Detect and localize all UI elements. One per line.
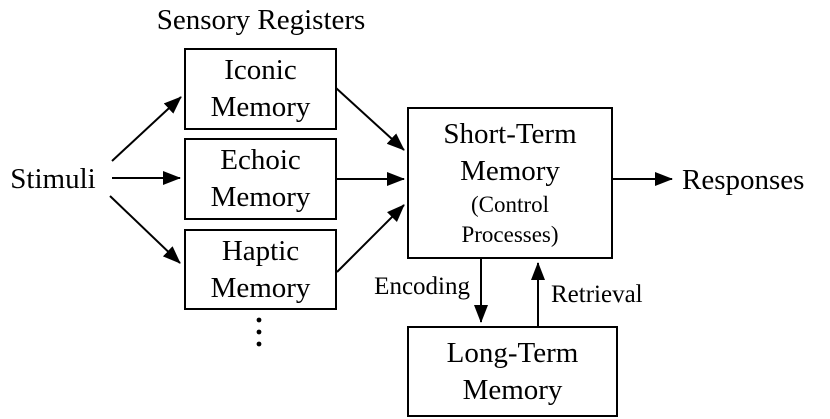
arrow-iconic-to-short-term xyxy=(335,87,405,151)
arrow-stimuli-to-iconic xyxy=(111,96,182,162)
stimuli-label: Stimuli xyxy=(10,163,96,195)
arrow-stimuli-to-haptic xyxy=(109,195,181,264)
encoding-label: Encoding xyxy=(374,273,470,300)
vertical-ellipsis-icon xyxy=(256,317,262,347)
sensory-registers-title: Sensory Registers xyxy=(156,4,366,36)
iconic-memory-label: Iconic Memory xyxy=(210,54,311,123)
long-term-memory-label: Long-Term Memory xyxy=(446,336,579,406)
short-term-memory-box: Short-Term Memory (Control Processes) xyxy=(407,107,613,259)
retrieval-label: Retrieval xyxy=(551,281,643,308)
short-term-memory-label: Short-Term Memory xyxy=(443,118,577,187)
haptic-memory-label: Haptic Memory xyxy=(210,234,311,304)
long-term-memory-box: Long-Term Memory xyxy=(407,326,618,417)
arrow-haptic-to-short-term xyxy=(336,204,405,273)
haptic-memory-box: Haptic Memory xyxy=(184,229,337,310)
echoic-memory-label: Echoic Memory xyxy=(210,144,311,213)
responses-label: Responses xyxy=(682,164,805,196)
echoic-memory-box: Echoic Memory xyxy=(184,138,337,220)
control-processes-label: (Control Processes) xyxy=(461,192,559,247)
iconic-memory-box: Iconic Memory xyxy=(184,48,337,130)
